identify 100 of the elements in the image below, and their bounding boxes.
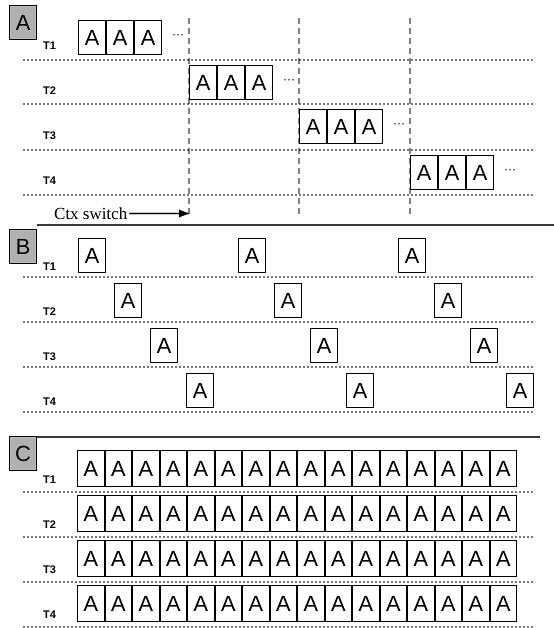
panel-letter-box: B (9, 229, 37, 264)
task-box: A (297, 495, 324, 532)
task-box: A (270, 540, 297, 577)
context-switch-line (188, 18, 190, 216)
thread-label: T4 (43, 397, 56, 408)
task-box: A (214, 450, 242, 487)
task-box: A (245, 65, 273, 100)
task-box: A (104, 450, 132, 487)
task-box: A (78, 238, 106, 273)
task-box: A (466, 155, 494, 190)
task-box: A (186, 373, 214, 408)
task-box: A (407, 585, 434, 622)
annotation-text: Ctx switch (54, 205, 128, 222)
task-box: A (352, 540, 380, 577)
task-box: A (506, 373, 534, 408)
task-box: A (462, 450, 490, 487)
task-box: A (160, 450, 187, 487)
task-box: A (398, 238, 426, 273)
task-box: A (132, 495, 160, 532)
task-box: A (270, 495, 297, 532)
task-box: A (407, 450, 434, 487)
task-box: A (297, 540, 324, 577)
task-box: A (214, 495, 242, 532)
task-box: A (150, 328, 178, 363)
task-box: A (104, 585, 132, 622)
task-box: A (297, 585, 324, 622)
thread-label: T2 (43, 307, 56, 318)
thread-label: T3 (43, 565, 56, 576)
task-box: A (104, 495, 132, 532)
task-box: A (242, 450, 270, 487)
task-box: A (77, 495, 104, 532)
thread-label: T2 (43, 520, 56, 531)
task-box: A (134, 20, 162, 55)
task-box: A (410, 155, 438, 190)
task-box: A (434, 450, 462, 487)
thread-label: T3 (43, 352, 56, 363)
task-box: A (324, 495, 352, 532)
task-box: A (270, 585, 297, 622)
task-box: A (242, 540, 270, 577)
task-box: A (490, 450, 517, 487)
task-box: A (434, 495, 462, 532)
task-box: A (324, 585, 352, 622)
thread-label: T1 (43, 41, 56, 52)
task-box: A (297, 450, 324, 487)
task-box: A (160, 495, 187, 532)
task-box: A (77, 450, 104, 487)
thread-label: T1 (43, 262, 56, 273)
task-box: A (352, 495, 380, 532)
thread-label: T1 (43, 475, 56, 486)
task-box: A (490, 585, 517, 622)
task-box: A (490, 540, 517, 577)
task-box: A (346, 373, 374, 408)
task-box: A (299, 109, 327, 144)
task-box: A (324, 540, 352, 577)
task-box: A (462, 540, 490, 577)
task-box: A (352, 585, 380, 622)
thread-label: T4 (43, 176, 56, 187)
thread-label: T2 (43, 86, 56, 97)
task-box: A (327, 109, 355, 144)
task-box: A (434, 540, 462, 577)
task-box: A (132, 540, 160, 577)
task-box: A (217, 65, 245, 100)
task-box: A (160, 585, 187, 622)
task-box: A (78, 20, 106, 55)
thread-label: T4 (43, 610, 56, 621)
task-box: A (187, 450, 214, 487)
task-box: A (114, 283, 142, 318)
task-box: A (434, 585, 462, 622)
task-box: A (187, 540, 214, 577)
task-box: A (380, 585, 407, 622)
task-box: A (380, 495, 407, 532)
task-box: A (355, 109, 383, 144)
task-box: A (242, 495, 270, 532)
task-box: A (274, 283, 302, 318)
task-box: A (324, 450, 352, 487)
task-box: A (132, 450, 160, 487)
task-box: A (380, 450, 407, 487)
panel-letter-box: A (9, 5, 37, 40)
task-box: A (434, 283, 462, 318)
ellipsis: ··· (504, 163, 516, 175)
task-box: A (490, 495, 517, 532)
task-box: A (77, 540, 104, 577)
task-box: A (187, 495, 214, 532)
task-box: A (310, 328, 338, 363)
task-box: A (470, 328, 498, 363)
task-box: A (270, 450, 297, 487)
task-box: A (132, 585, 160, 622)
thread-label: T3 (43, 131, 56, 142)
task-box: A (242, 585, 270, 622)
ellipsis: ··· (172, 28, 184, 40)
task-box: A (352, 450, 380, 487)
task-box: A (438, 155, 466, 190)
task-box: A (189, 65, 217, 100)
task-box: A (238, 238, 266, 273)
task-box: A (77, 585, 104, 622)
task-box: A (407, 540, 434, 577)
task-box: A (462, 495, 490, 532)
task-box: A (106, 20, 134, 55)
panel-letter-box: C (9, 436, 37, 471)
task-box: A (214, 540, 242, 577)
